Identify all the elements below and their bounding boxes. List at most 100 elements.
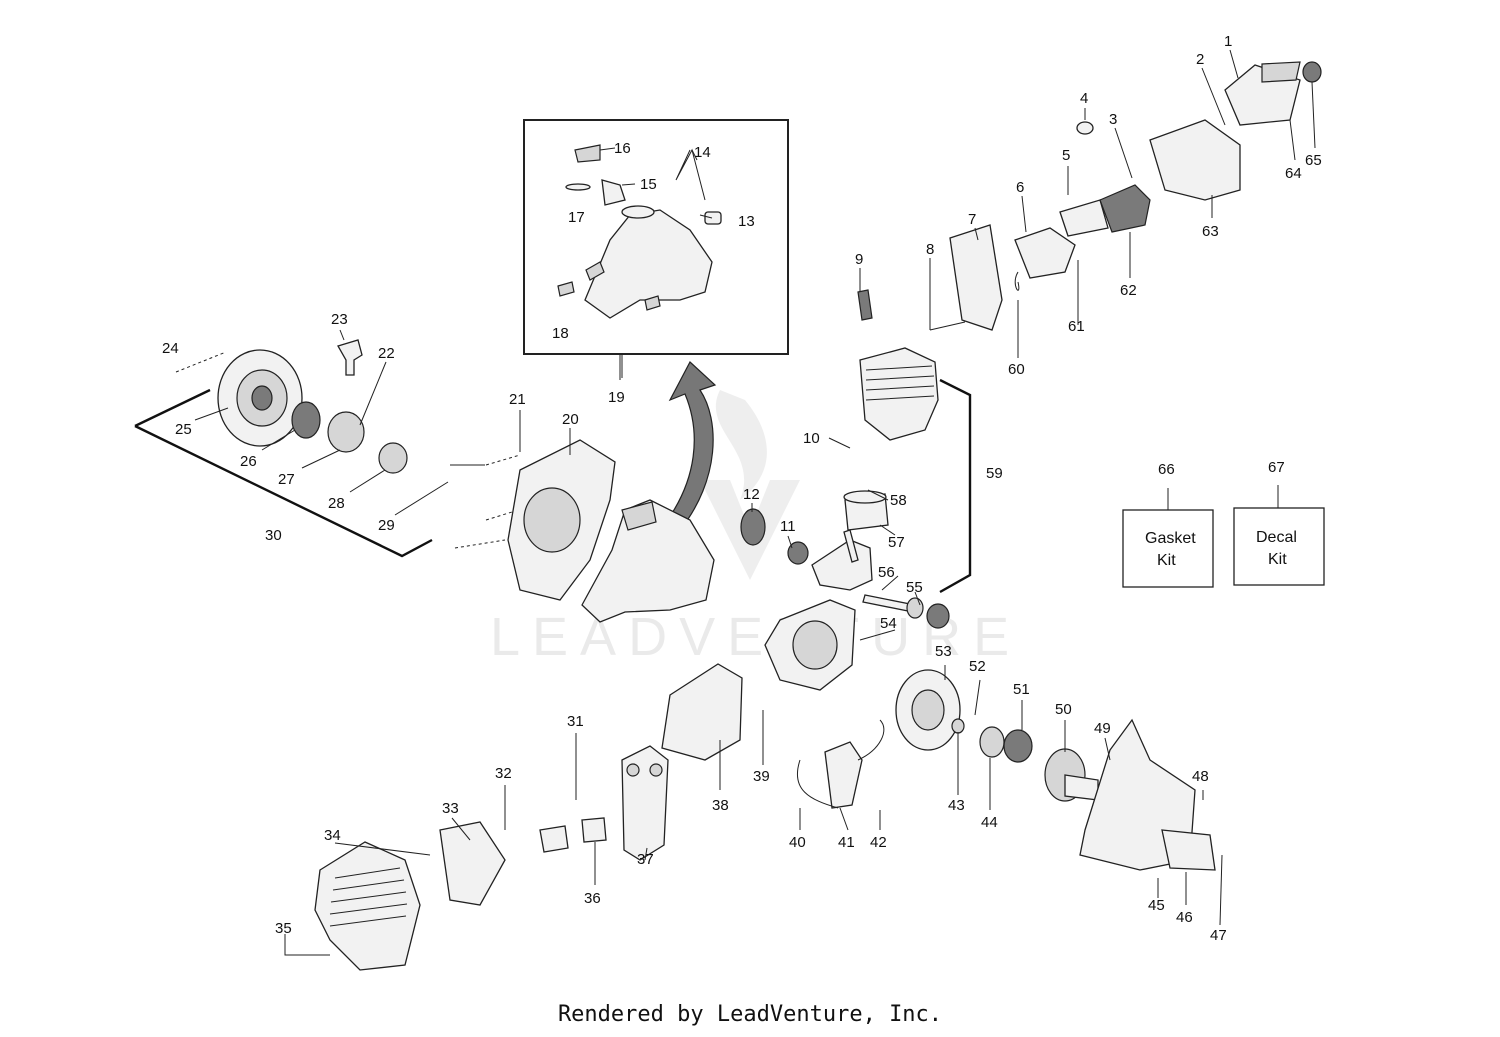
- cylinder-part: [859, 347, 939, 441]
- callout-9: 9: [855, 251, 863, 268]
- callout-17: 17: [568, 209, 585, 226]
- callout-21: 21: [509, 391, 526, 408]
- heat-shield-part: [949, 224, 1003, 331]
- callout-55: 55: [906, 579, 923, 596]
- fuel-tank-inset-box: [523, 119, 789, 355]
- pulley-part: [327, 411, 365, 453]
- callout-66: 66: [1158, 461, 1175, 478]
- callout-33: 33: [442, 800, 459, 817]
- callout-30: 30: [265, 527, 282, 544]
- callout-15: 15: [640, 176, 657, 193]
- callout-5: 5: [1062, 147, 1070, 164]
- carburetor-part: [1099, 184, 1151, 233]
- pawl-carrier-part: [378, 442, 408, 474]
- callout-59: 59: [986, 465, 1003, 482]
- callout-22: 22: [378, 345, 395, 362]
- callout-31: 31: [567, 713, 584, 730]
- callout-7: 7: [968, 211, 976, 228]
- callout-16: 16: [614, 140, 631, 157]
- muffler-part: [621, 745, 669, 861]
- intake-manifold-part: [1014, 227, 1076, 279]
- callout-58: 58: [890, 492, 907, 509]
- callout-14: 14: [694, 144, 711, 161]
- crankcase-part: [764, 599, 856, 691]
- decal-kit-label-line1: Decal: [1256, 529, 1297, 546]
- callout-57: 57: [888, 534, 905, 551]
- callout-44: 44: [981, 814, 998, 831]
- watermark-logo: [700, 390, 800, 580]
- bracket-59: [939, 378, 972, 594]
- callout-11: 11: [780, 518, 796, 535]
- callout-39: 39: [753, 768, 770, 785]
- callout-46: 46: [1176, 909, 1193, 926]
- flywheel-part: [895, 669, 961, 751]
- callout-27: 27: [278, 471, 295, 488]
- fuel-tank-inset-part: [557, 144, 722, 319]
- part-4: [1076, 121, 1094, 135]
- starter-handle-part: [337, 339, 363, 376]
- callout-4: 4: [1080, 90, 1088, 107]
- callout-37: 37: [637, 851, 654, 868]
- callout-54: 54: [880, 615, 897, 632]
- callout-64: 64: [1285, 165, 1302, 182]
- callout-25: 25: [175, 421, 192, 438]
- decal-kit-box: 67 Decal Kit: [1233, 459, 1325, 586]
- callout-34: 34: [324, 827, 341, 844]
- o-ring-60: [1014, 271, 1020, 291]
- callout-56: 56: [878, 564, 895, 581]
- callout-61: 61: [1068, 318, 1085, 335]
- callout-18: 18: [552, 325, 569, 342]
- callout-40: 40: [789, 834, 806, 851]
- washer-43: [951, 718, 965, 734]
- callout-60: 60: [1008, 361, 1025, 378]
- bearing-left-part: [787, 541, 809, 565]
- callout-28: 28: [328, 495, 345, 512]
- callout-26: 26: [240, 453, 257, 470]
- callout-35: 35: [275, 920, 292, 937]
- ignition-coil-part: [796, 719, 885, 809]
- callout-20: 20: [562, 411, 579, 428]
- gasket-kit-label-line2: Kit: [1157, 552, 1176, 569]
- callout-numbers: 1 2 3 4 5 6 7 8 9 10 11 12 13 14 15 16 1…: [162, 33, 1322, 944]
- decal-kit-label-line2: Kit: [1268, 551, 1287, 568]
- air-filter-housing-part: [1149, 119, 1241, 201]
- callout-1: 1: [1224, 33, 1232, 50]
- part-36-pad: [539, 825, 569, 853]
- callout-10: 10: [803, 430, 820, 447]
- callout-24: 24: [162, 340, 179, 357]
- bolt-8: [929, 321, 966, 331]
- engine-cover-part: [314, 841, 421, 971]
- callout-23: 23: [331, 311, 348, 328]
- callout-52: 52: [969, 658, 986, 675]
- callout-62: 62: [1120, 282, 1137, 299]
- clutch-drum-part: [1044, 748, 1099, 802]
- callout-29: 29: [378, 517, 395, 534]
- gasket-kit-label-line1: Gasket: [1145, 530, 1196, 547]
- fuel-tank-part: [581, 499, 715, 623]
- callout-12: 12: [743, 486, 760, 503]
- bearing-right-part: [906, 597, 924, 619]
- clutch-part: [1003, 729, 1033, 763]
- heat-shield-38: [661, 663, 743, 761]
- callout-32: 32: [495, 765, 512, 782]
- callout-49: 49: [1094, 720, 1111, 737]
- callout-42: 42: [870, 834, 887, 851]
- gasket-kit-box: 66 Gasket Kit: [1122, 461, 1214, 588]
- knob-part: [1302, 61, 1322, 83]
- ignition-part: [740, 508, 766, 546]
- callout-19: 19: [608, 389, 625, 406]
- leader-lines: [194, 49, 1316, 956]
- callout-43: 43: [948, 797, 965, 814]
- footer-credit: Rendered by LeadVenture, Inc.: [557, 1002, 943, 1027]
- watermark-text: LEADVENTURE: [490, 607, 1021, 667]
- starter-housing-part: [217, 349, 303, 447]
- washer-44: [979, 726, 1005, 758]
- cover-33: [439, 821, 506, 906]
- callout-38: 38: [712, 797, 729, 814]
- callout-41: 41: [838, 834, 855, 851]
- callout-6: 6: [1016, 179, 1024, 196]
- callout-8: 8: [926, 241, 934, 258]
- clutch-housing-part: [1079, 718, 1216, 871]
- spark-plug-part: [857, 289, 873, 321]
